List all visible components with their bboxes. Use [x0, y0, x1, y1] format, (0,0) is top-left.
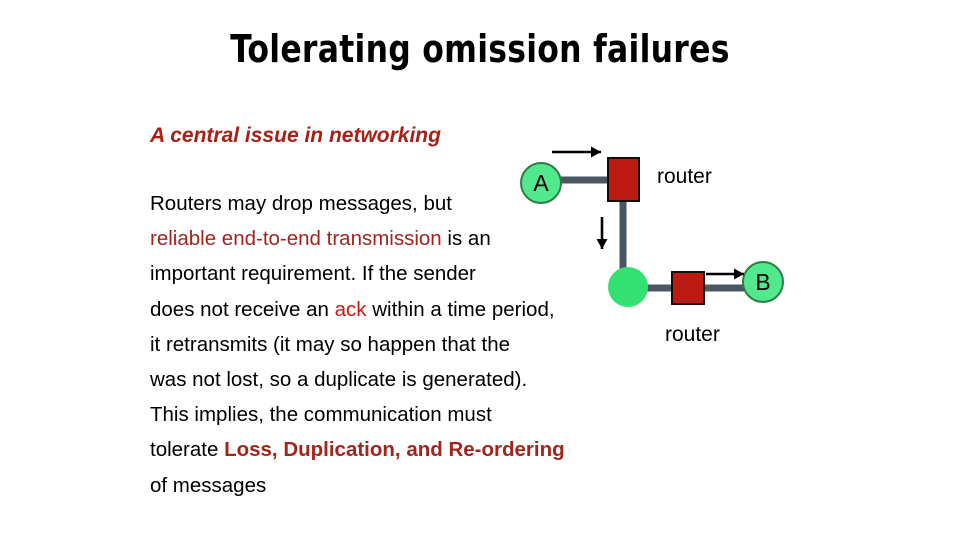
- body-line: reliable end-to-end transmission is an: [150, 221, 670, 256]
- body-line: This implies, the communication must: [150, 397, 670, 432]
- body-line: tolerate Loss, Duplication, and Re-order…: [150, 432, 670, 467]
- body-text-run: is an: [441, 227, 491, 251]
- body-text-run: Routers may drop messages, but: [150, 192, 452, 215]
- body-text-run: does not receive an: [150, 297, 335, 321]
- node-b: [742, 261, 784, 303]
- body-text-run: of messages: [150, 473, 267, 497]
- body-line: it retransmits (it may so happen that th…: [150, 327, 670, 362]
- emphasis-text: reliable end-to-end transmission: [150, 227, 442, 251]
- body-text-run: within a time period,: [366, 297, 555, 321]
- emphasis-text: ack: [334, 297, 367, 321]
- body-text-run: This implies, the communication must: [150, 403, 492, 427]
- emphasis-text: Loss, Duplication, and Re-ordering: [224, 438, 565, 462]
- arrow-a-to-router-head: [591, 146, 601, 158]
- body-line: of messages: [150, 468, 670, 503]
- router-label: router: [665, 323, 720, 346]
- section-subtitle: A central issue in networking: [150, 124, 441, 147]
- body-text-run: tolerate: [150, 438, 225, 462]
- body-line: does not receive an ack within a time pe…: [150, 292, 670, 327]
- body-line: was not lost, so a duplicate is generate…: [150, 362, 670, 397]
- page-title: Tolerating omission failures: [230, 27, 730, 71]
- body-text-run: important requirement. If the sender: [150, 262, 476, 286]
- body-text-run: was not lost, so a duplicate is generate…: [150, 367, 528, 391]
- body-line: important requirement. If the sender: [150, 256, 670, 291]
- arrow-router2-to-b-head: [734, 268, 744, 280]
- body-line: Routers may drop messages, but: [150, 186, 670, 221]
- body-paragraph: Routers may drop messages, but reliable e…: [150, 186, 670, 503]
- router-2: [671, 271, 705, 305]
- body-text-run: it retransmits (it may so happen that th…: [150, 332, 511, 356]
- node-b-label: B: [755, 269, 770, 295]
